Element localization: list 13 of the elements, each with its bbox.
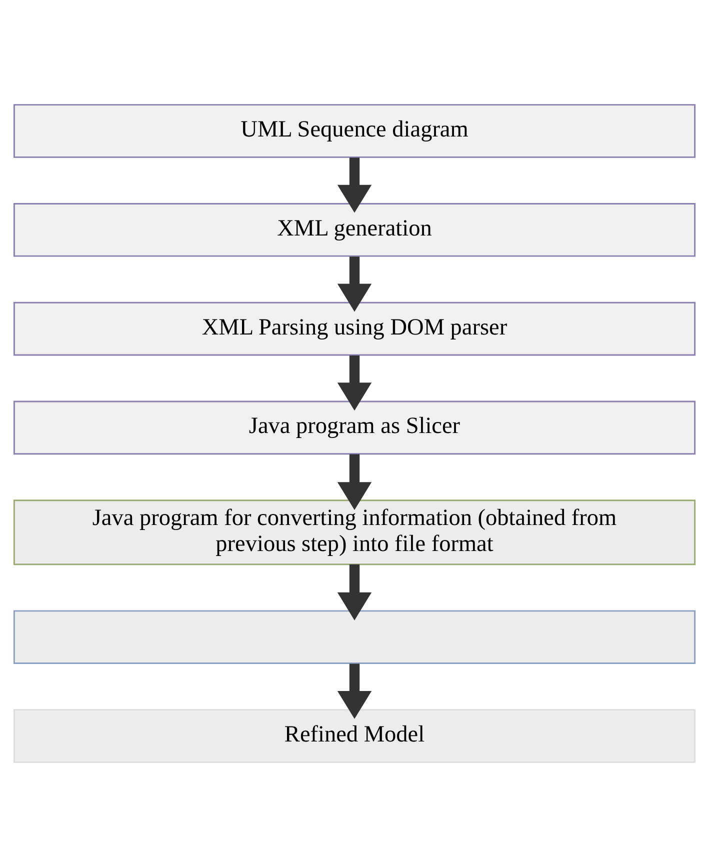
node-box: Refined Model	[13, 709, 696, 763]
arrow	[337, 664, 372, 719]
arrow	[337, 564, 372, 620]
arrow	[337, 256, 372, 312]
node-box	[13, 610, 696, 664]
node-box: XML Parsing using DOM parser	[13, 302, 696, 356]
node-box: UML Sequence diagram	[13, 104, 696, 158]
arrow	[337, 355, 372, 411]
arrow	[337, 158, 372, 213]
node-box: Java program for converting information (obtained from previous step) into file format	[13, 500, 696, 566]
arrow	[337, 454, 372, 510]
node-box: XML generation	[13, 202, 696, 257]
node-box: Java program as Slicer	[13, 400, 696, 455]
